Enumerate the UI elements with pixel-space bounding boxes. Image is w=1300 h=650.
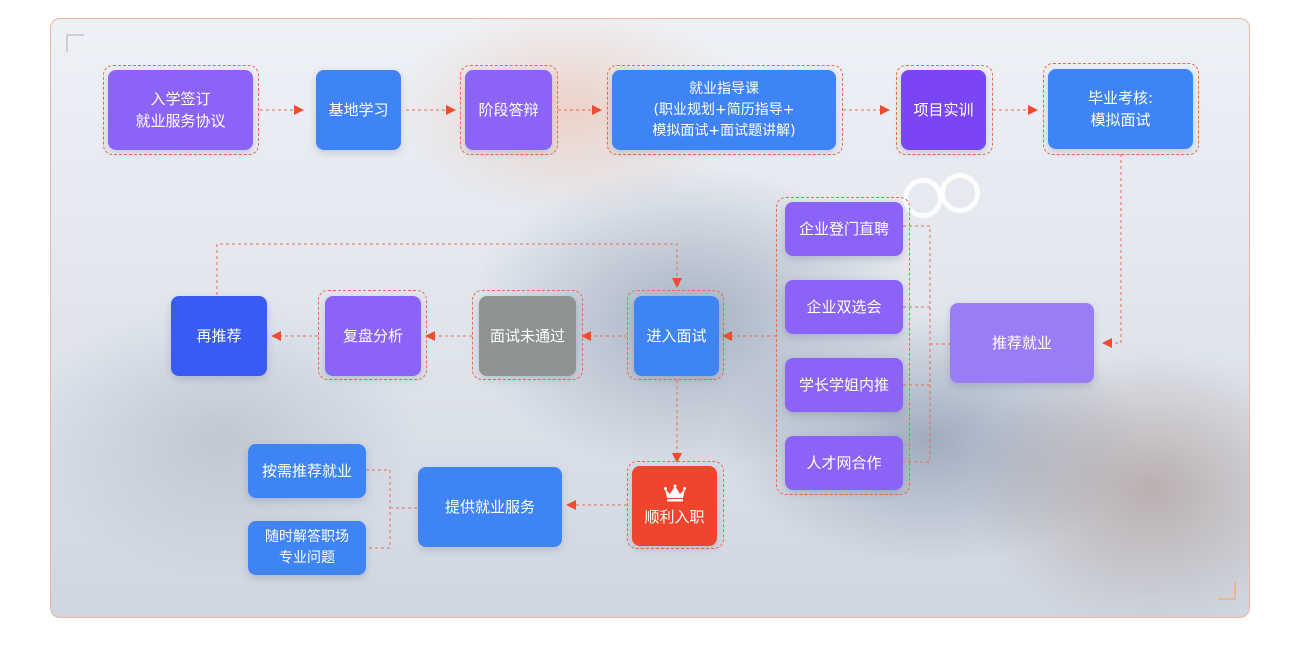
node-sign-agreement: 入学签订 就业服务协议 xyxy=(108,70,253,150)
frame-graduation xyxy=(1043,63,1199,155)
node-interview: 进入面试 xyxy=(634,296,719,376)
frame-guidance xyxy=(607,65,843,155)
node-guidance: 就业指导课 (职业规划+简历指导+ 模拟面试+面试题讲解) xyxy=(612,70,836,150)
node-hired-label: 顺利入职 xyxy=(644,508,705,526)
frame-defense xyxy=(460,65,558,155)
connector-rerecommend-loop xyxy=(216,243,682,295)
node-defense: 阶段答辩 xyxy=(465,70,552,150)
node-re-recommend: 再推荐 xyxy=(171,296,267,376)
node-job-fair: 企业双选会 xyxy=(785,280,903,334)
frame-hired xyxy=(627,461,724,549)
connector-graduation-to-recommend xyxy=(1102,154,1122,348)
crown-icon xyxy=(663,484,686,502)
node-talent-network: 人才网合作 xyxy=(785,436,903,490)
node-project: 项目实训 xyxy=(901,70,986,150)
frame-project xyxy=(896,65,993,155)
frame-review xyxy=(318,290,427,380)
node-service: 提供就业服务 xyxy=(418,467,562,547)
node-alumni-referral: 学长学姐内推 xyxy=(785,358,903,412)
node-interview-fail: 面试未通过 xyxy=(479,296,576,376)
node-on-demand: 按需推荐就业 xyxy=(248,444,366,498)
frame-interview xyxy=(627,290,724,380)
corner-bracket-bottom-right xyxy=(1218,582,1236,600)
frame-interview-fail xyxy=(472,290,583,380)
node-graduation: 毕业考核: 模拟面试 xyxy=(1048,69,1193,149)
node-base-study: 基地学习 xyxy=(316,70,401,150)
node-qa: 随时解答职场 专业问题 xyxy=(248,521,366,575)
node-recommend: 推荐就业 xyxy=(950,303,1094,383)
frame-sign-agreement xyxy=(103,65,259,155)
decorative-ring xyxy=(940,173,980,213)
node-hired: 顺利入职 xyxy=(632,466,717,546)
bracket-service xyxy=(366,469,391,549)
frame-channels xyxy=(776,197,910,495)
node-recruit-visit: 企业登门直聘 xyxy=(785,202,903,256)
node-review: 复盘分析 xyxy=(325,296,421,376)
corner-bracket-top-left xyxy=(66,34,84,52)
